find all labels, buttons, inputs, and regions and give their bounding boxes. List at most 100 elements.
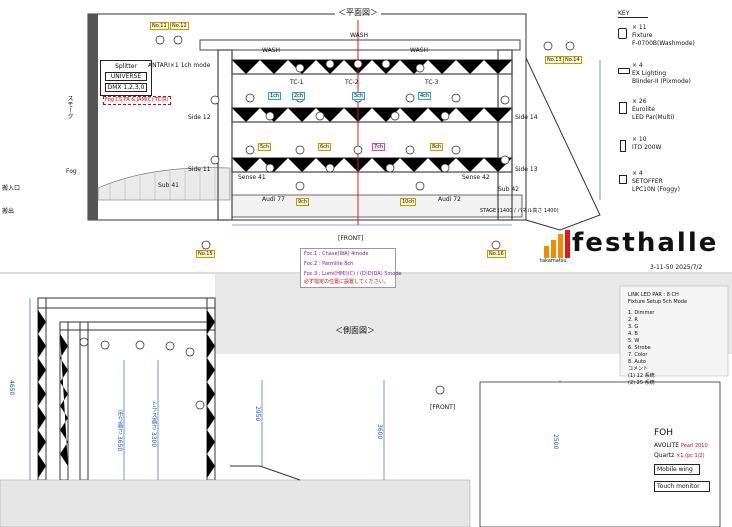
brand-name: festhalle — [572, 228, 719, 258]
left-label-out: 搬出 — [2, 208, 15, 215]
fixture-tag: No.14 — [563, 56, 582, 64]
fixture-tag: 9ch — [296, 198, 310, 206]
truss-label-2: TC-2 — [345, 79, 359, 86]
fixture-tag: No.16 — [487, 250, 506, 258]
focus-note-box: Foc.1 : Chase(WA) 4mode Foc.2 : Parmlite… — [300, 248, 402, 288]
foh-processor: Quartz ×1 (pc 1/2) — [654, 452, 705, 459]
fixture-symbol — [325, 59, 335, 69]
dim-2500: 2500 — [552, 434, 559, 450]
antari-label: ANTARI×1 1ch mode — [148, 62, 211, 69]
sub-label-41: Sub 41 — [158, 182, 179, 189]
fixture-symbol — [415, 63, 425, 73]
key-item: × 26 Eurolite LED Par(Multi) — [618, 98, 728, 136]
stage-note: STAGE (1400 / パネル高さ 1400) — [480, 208, 559, 214]
fixture-group — [155, 35, 575, 250]
focus-note-line2: Foc.2 : Parmlite 8ch — [304, 261, 354, 267]
splitter-title: Splitter — [115, 63, 137, 70]
zone-label-sense41: Sense 41 — [238, 174, 266, 181]
par-icon — [619, 102, 627, 114]
fixture-symbol — [440, 111, 450, 121]
fixture-symbol — [565, 41, 575, 51]
wash-label-1: WASH — [350, 32, 369, 39]
dim-text-1: 吊り高さ 3650 — [116, 410, 123, 452]
fixture-tag: 8ch — [430, 143, 444, 151]
key-item: × 4 EX Lighting Blinder-II (Pixmode) — [618, 62, 728, 98]
dim-2950: 2950 — [254, 406, 261, 422]
zone-label-audi72: Audi 72 — [438, 196, 461, 203]
fixture-symbol — [245, 145, 255, 155]
key-item: × 10 ITO 200W — [618, 136, 728, 170]
mobile-wing-box: Mobile wing — [654, 464, 700, 475]
fixture-tag: 5ch — [258, 143, 272, 151]
fixture-symbol — [491, 240, 501, 250]
room-angled-wall — [525, 14, 601, 231]
fixture-tag: 3ch — [352, 92, 366, 100]
splitter-box: Splitter UNIVERSE DMX 1,2,3,0 — [100, 60, 152, 96]
fixture-symbol — [543, 41, 553, 51]
fixture-symbol — [201, 240, 211, 250]
fixture-tag: 7ch — [372, 143, 386, 151]
fixture-symbol — [390, 111, 400, 121]
fixture-tag: 4ch — [418, 92, 432, 100]
left-wall — [88, 14, 98, 220]
brand-mark-icon — [544, 230, 570, 258]
truss-grid — [217, 49, 513, 221]
fixture-tag: No.11 — [150, 22, 169, 30]
side-label-14: Side 14 — [515, 114, 538, 121]
fixture-symbol — [295, 63, 305, 73]
fixture-tag: 1ch — [268, 92, 282, 100]
touch-monitor-box: Touch monitor — [654, 481, 710, 492]
fixture-tag: 6ch — [318, 143, 332, 151]
dim-3600: 3600 — [376, 424, 383, 440]
fixture-tag: No.15 — [196, 250, 215, 258]
sub-label-42: Sub 42 — [498, 186, 519, 193]
foh-console: AVOLITE Pearl 2010 — [654, 442, 708, 449]
fixture-symbol — [265, 163, 275, 173]
key-legend: KEY × 11 Fixture F-0700B(Washmode) × 4 E… — [618, 10, 728, 206]
brand-sub: takamatsu — [540, 258, 567, 264]
key-title: KEY — [618, 10, 648, 18]
moving-head-icon — [618, 28, 627, 39]
fixture-symbol — [295, 145, 305, 155]
key-item: × 4 SETOFFER LPC10N (Foggy) — [618, 170, 728, 206]
fixture-symbol — [385, 163, 395, 173]
zone-label-sense42: Sense 42 — [462, 174, 490, 181]
side-label-11: Side 11 — [188, 166, 211, 173]
fixture-tag: 10ch — [400, 198, 417, 206]
fixture-symbol — [451, 93, 461, 103]
plan-title: ＜平面図＞ — [335, 8, 381, 18]
focus-note-line1: Foc.1 : Chase(WA) 4mode — [304, 251, 369, 257]
fixture-tag: No.13 — [545, 56, 564, 64]
fixture-symbol — [245, 93, 255, 103]
dim-text-2: トラス高さ 3300 — [150, 400, 157, 448]
zone-label-audi77: Audi 77 — [262, 196, 285, 203]
left-label-fog: Fog — [66, 168, 77, 175]
fixture-symbol — [500, 155, 510, 165]
fixture-symbol — [155, 35, 165, 45]
fixture-symbol — [173, 35, 183, 45]
splitter-line2: DMX 1,2,3,0 — [105, 83, 147, 92]
left-label-in: 搬入口 — [2, 185, 21, 192]
fixture-symbol — [405, 145, 415, 155]
side-label-13: Side 13 — [515, 166, 538, 173]
wash-label-2: WASH — [262, 47, 281, 54]
fixture-tag: No.12 — [170, 22, 189, 30]
info-panel: LINK LED PAR : 8 CH Fixture Setup 5ch Mo… — [628, 292, 688, 386]
blinder-icon — [618, 68, 630, 74]
brand-logo: festhalle takamatsu — [538, 228, 728, 264]
fixture-symbol — [440, 163, 450, 173]
key-item: × 11 Fixture F-0700B(Washmode) — [618, 24, 728, 62]
fixture-symbol — [381, 59, 391, 69]
fixture-symbol — [353, 145, 363, 155]
fixture-tag: 2ch — [292, 92, 306, 100]
side-title: ＜側面図＞ — [335, 326, 375, 335]
brand-date: 3-11-50 2025/7/2 — [650, 264, 703, 271]
foh-title: FOH — [654, 428, 674, 438]
spot-icon — [619, 175, 627, 184]
fixture-symbol — [210, 95, 220, 105]
splitter-line1: UNIVERSE — [105, 72, 147, 81]
left-label-smoke: スモーク — [66, 95, 73, 119]
fixture-symbol — [315, 111, 325, 121]
fixture-symbol — [265, 111, 275, 121]
fixture-symbol — [451, 145, 461, 155]
